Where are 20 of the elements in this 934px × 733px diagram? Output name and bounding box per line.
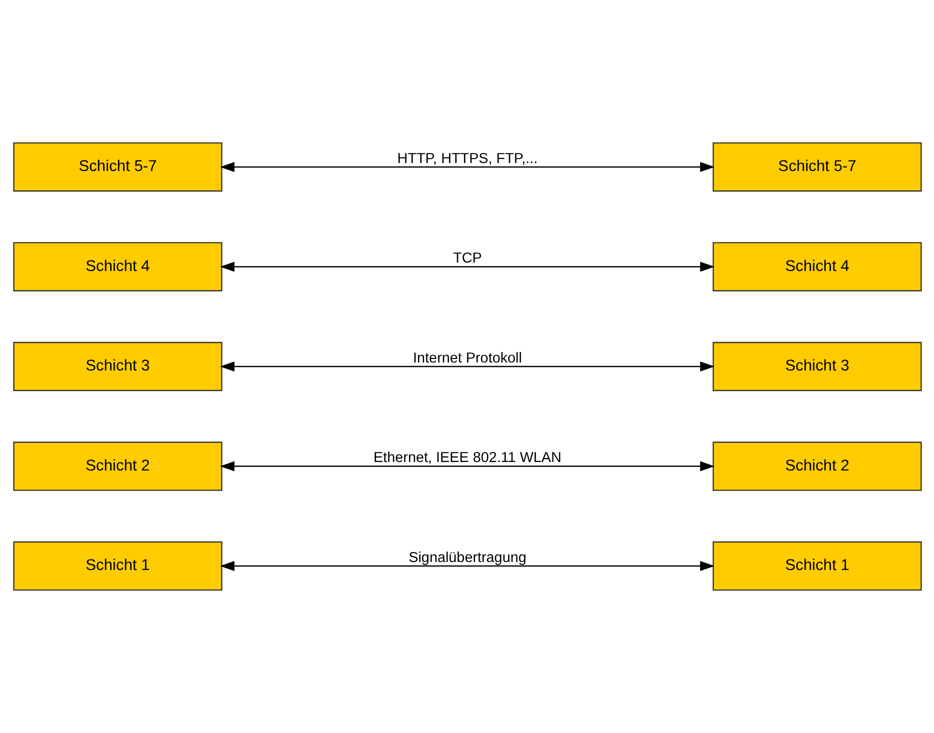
node-box: Schicht 1	[12, 541, 222, 591]
node-box: Schicht 5-7	[12, 142, 222, 192]
arrow	[220, 162, 714, 172]
edge-label: Signalübertragung	[408, 550, 526, 566]
node-box: Schicht 3	[12, 342, 222, 392]
arrow	[220, 560, 714, 572]
node-box: Schicht 5-7	[712, 142, 922, 192]
node-box: Schicht 4	[712, 242, 922, 292]
edge-label: Internet Protokoll	[412, 350, 522, 366]
node-box: Schicht 3	[712, 342, 922, 392]
arrow	[220, 262, 714, 272]
node-box: Schicht 2	[712, 442, 922, 491]
edge-label: Ethernet, IEEE 802.11 WLAN	[373, 450, 561, 466]
node-box: Schicht 1	[712, 541, 922, 591]
node-box: Schicht 2	[12, 442, 222, 491]
edge-label: HTTP, HTTPS, FTP,...	[396, 150, 538, 167]
arrow	[220, 361, 714, 372]
node-box: Schicht 4	[12, 242, 222, 292]
edge-label: TCP	[452, 250, 482, 267]
arrow	[220, 461, 714, 472]
